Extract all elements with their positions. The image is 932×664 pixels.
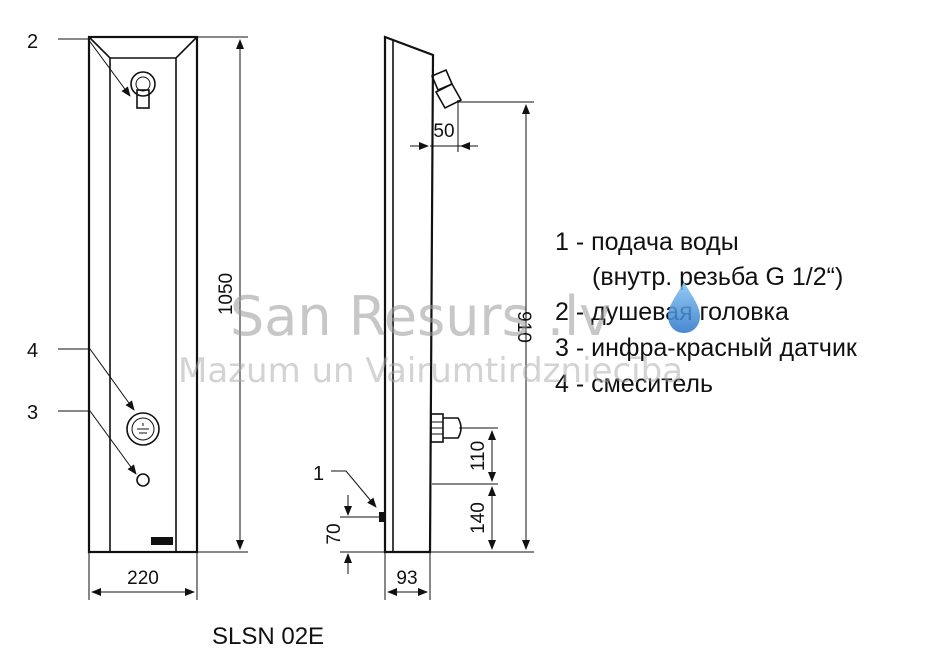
- front-panel-outline: [87, 35, 199, 554]
- model-name: SLSN 02E: [212, 623, 324, 650]
- callout-sensor: 3: [27, 402, 38, 424]
- dim-front-width: 220: [127, 568, 159, 589]
- callout-showerhead: 2: [27, 31, 38, 53]
- mixer-icon: [126, 412, 160, 446]
- callout-inlet: 1: [313, 463, 324, 485]
- watermark-title: San Resurs .lv: [230, 285, 611, 348]
- water-drop-icon: [668, 282, 700, 333]
- legend-item-3: 3 - инфра-красный датчик: [555, 334, 858, 362]
- dim-side-height: 910: [513, 311, 534, 343]
- showerhead-side-icon: [430, 68, 463, 110]
- dim-outlet-offset: 50: [433, 121, 454, 142]
- legend-item-4: 4 - смеситель: [555, 370, 713, 398]
- callout-mixer: 4: [27, 340, 38, 362]
- watermark-subtitle: Mazum un Vairumtirdzniecība: [178, 351, 683, 391]
- dim-inlet-height: 70: [324, 523, 345, 544]
- dim-mixer-offset: 110: [468, 441, 489, 471]
- plate-label: SLSN: [154, 540, 170, 546]
- plate-label-box: [151, 537, 173, 545]
- side-view: 1 50 910 110 140 70 93: [313, 35, 534, 600]
- front-view: SLSN 2 4 3 1050 220: [27, 31, 248, 600]
- callout-line-showerhead: [58, 38, 131, 97]
- front-panel-bevel: [88, 36, 198, 552]
- sensor-icon: [136, 473, 150, 487]
- showerhead-icon: [130, 71, 156, 109]
- dim-front-height: 1050: [216, 273, 237, 315]
- legend-item-1-note: (внутр. резьба G 1/2“): [592, 263, 843, 291]
- callout-line-sensor: [58, 410, 137, 475]
- watermark: San Resurs .lv Mazum un Vairumtirdzniecī…: [178, 282, 700, 391]
- callout-line-mixer: [58, 348, 135, 411]
- mixer-side-icon: [430, 413, 462, 443]
- dim-side-depth: 93: [396, 568, 417, 589]
- callout-line-inlet: [331, 470, 377, 508]
- legend: 1 - подача воды (внутр. резьба G 1/2“) 2…: [555, 228, 858, 398]
- dim-mixer-base: 140: [468, 502, 489, 534]
- legend-item-1: 1 - подача воды: [555, 228, 739, 256]
